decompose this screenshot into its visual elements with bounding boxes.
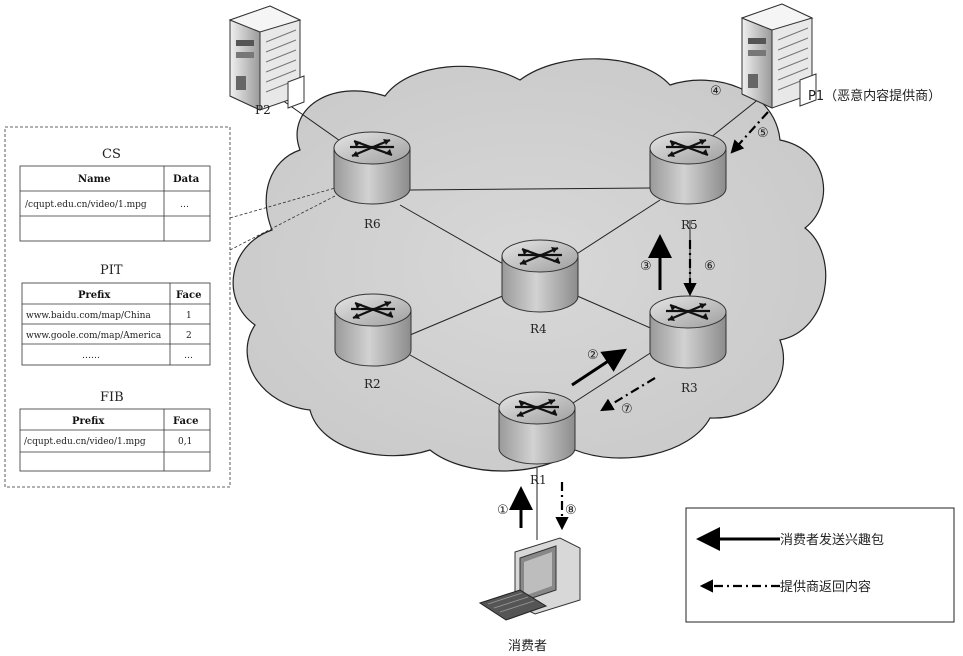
pit-cell: 2 — [186, 331, 192, 341]
cs-cell: /cqupt.edu.cn/video/1.mpg — [25, 200, 147, 210]
cs-title: CS — [102, 147, 121, 162]
fib-title: FIB — [100, 390, 124, 405]
step-2-label: ② — [587, 348, 599, 363]
cs-cell: … — [180, 200, 189, 210]
pit-cell: www.goole.com/map/America — [26, 331, 162, 341]
router-r2-icon — [335, 294, 411, 366]
step-5-label: ⑤ — [757, 126, 769, 141]
label-r4: R4 — [530, 322, 547, 336]
step-7-label: ⑦ — [621, 402, 633, 417]
legend-box — [686, 508, 954, 622]
fib-cell: 0,1 — [178, 437, 192, 447]
label-r5: R5 — [681, 218, 698, 232]
server-p1-icon — [742, 4, 816, 108]
cs-header-name: Name — [78, 174, 111, 185]
pit-cell: … — [184, 351, 193, 361]
router-r1-icon — [499, 392, 575, 464]
pit-header-prefix: Prefix — [78, 290, 111, 301]
step-8-label: ⑧ — [565, 503, 577, 518]
step-1-label: ① — [497, 503, 509, 518]
fib-cell: /cqupt.edu.cn/video/1.mpg — [24, 437, 146, 447]
pit-title: PIT — [100, 263, 123, 278]
router-r6-icon — [334, 132, 410, 204]
label-r2: R2 — [364, 377, 381, 391]
router-r3-icon — [650, 296, 726, 368]
label-consumer: 消费者 — [508, 639, 547, 654]
fib-header-prefix: Prefix — [72, 416, 105, 427]
consumer-computer-icon — [480, 538, 580, 620]
router-r5-icon — [650, 132, 726, 204]
cs-header-data: Data — [173, 174, 200, 185]
router-r4-icon — [502, 240, 578, 312]
label-r3: R3 — [681, 381, 698, 395]
pit-cell: 1 — [186, 311, 192, 321]
label-p2: P2 — [255, 103, 271, 117]
pit-cell: www.baidu.com/map/China — [26, 311, 151, 321]
step-4-label: ④ — [710, 84, 722, 99]
label-r1: R1 — [530, 473, 547, 487]
pit-cell: …… — [82, 351, 100, 361]
label-r6: R6 — [364, 217, 381, 231]
pit-header-face: Face — [176, 290, 201, 301]
fib-header-face: Face — [173, 416, 198, 427]
legend-content-label: 提供商返回内容 — [780, 579, 871, 595]
server-p2-icon — [230, 6, 304, 110]
legend-interest-label: 消费者发送兴趣包 — [780, 532, 884, 548]
step-3-label: ③ — [640, 259, 652, 274]
step-6-label: ⑥ — [704, 259, 716, 274]
label-p1: P1（恶意内容提供商） — [808, 88, 941, 104]
